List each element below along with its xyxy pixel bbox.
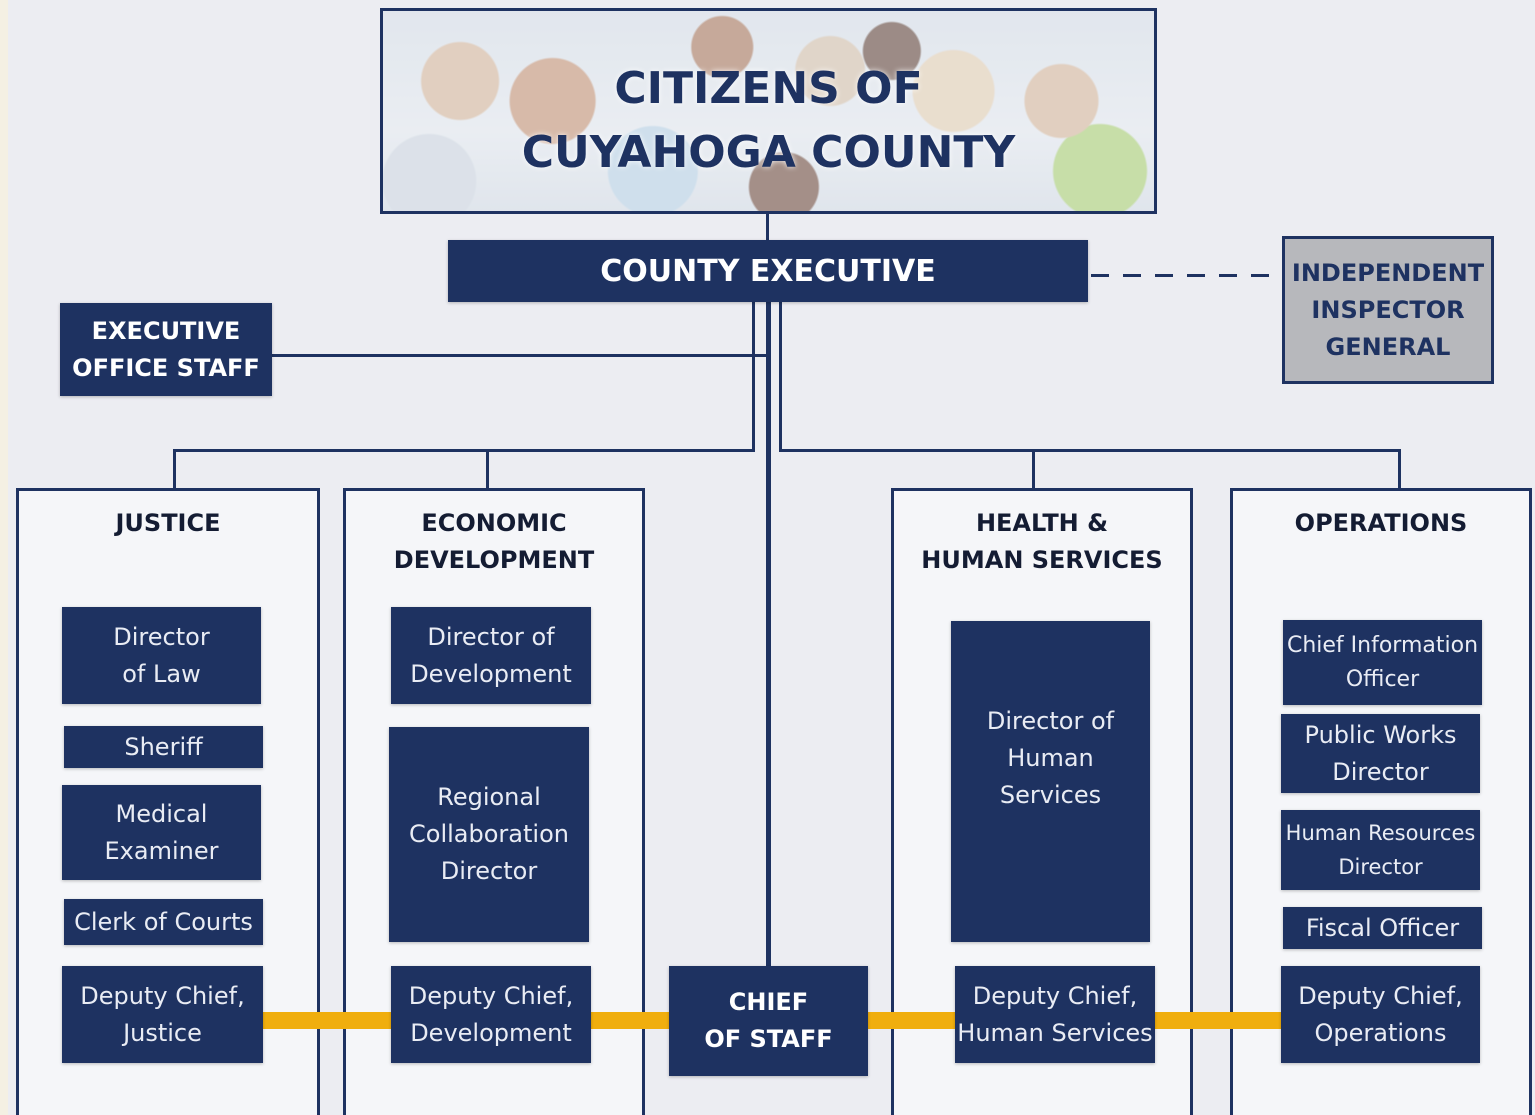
dashed-link-segment	[1187, 274, 1205, 277]
chief-of-staff-box: CHIEF OF STAFF	[669, 966, 868, 1076]
connector-executive-office-staff	[271, 354, 768, 357]
role-box: Fiscal Officer	[1283, 907, 1482, 949]
role-box: Chief Information Officer	[1283, 620, 1482, 705]
deputy-chief-box: Deputy Chief, Development	[391, 966, 591, 1063]
connector-economic	[486, 449, 489, 491]
role-label: Human Resources Director	[1285, 821, 1476, 879]
deputy-chief-label: Deputy Chief, Operations	[1298, 981, 1463, 1047]
role-box: Clerk of Courts	[64, 899, 263, 945]
executive-office-staff-label: EXECUTIVE OFFICE STAFF	[72, 316, 260, 382]
connector-trunk-center	[766, 300, 771, 970]
deputy-link-segment	[263, 1012, 395, 1029]
role-label: Clerk of Courts	[74, 907, 253, 936]
department-title: HEALTH & HUMAN SERVICES	[921, 509, 1163, 574]
role-label: Director of Law	[113, 622, 210, 688]
role-label: Public Works Director	[1304, 720, 1457, 786]
role-label: Sheriff	[124, 732, 203, 761]
deputy-chief-box: Deputy Chief, Human Services	[955, 966, 1155, 1063]
role-box: Director of Human Services	[951, 621, 1150, 942]
role-box: Medical Examiner	[62, 785, 261, 880]
inspector-general-label: INDEPENDENT INSPECTOR GENERAL	[1291, 258, 1485, 361]
citizens-banner: CITIZENS OF CUYAHOGA COUNTY	[380, 8, 1157, 214]
org-chart: CITIZENS OF CUYAHOGA COUNTY COUNTY EXECU…	[8, 0, 1535, 1115]
role-label: Director of Human Services	[986, 707, 1115, 809]
county-executive-box: COUNTY EXECUTIVE	[448, 240, 1088, 302]
dashed-link-segment	[1251, 274, 1269, 277]
deputy-chief-box: Deputy Chief, Operations	[1281, 966, 1480, 1063]
department-title: JUSTICE	[115, 509, 221, 537]
chief-of-staff-label: CHIEF OF STAFF	[704, 988, 833, 1053]
dashed-link-segment	[1155, 274, 1173, 277]
photo-overlay	[383, 11, 1154, 211]
connector-citizens-executive	[766, 212, 769, 242]
role-label: Medical Examiner	[104, 799, 219, 865]
dashed-link-segment	[1091, 274, 1109, 277]
role-box: Director of Law	[62, 607, 261, 704]
connector-justice	[173, 449, 176, 491]
county-executive-label: COUNTY EXECUTIVE	[600, 253, 936, 289]
connector-health	[1032, 449, 1035, 491]
connector-operations	[1398, 449, 1401, 491]
connector-trunk-right	[779, 300, 782, 452]
deputy-chief-label: Deputy Chief, Development	[408, 981, 574, 1047]
role-label: Director of Development	[410, 622, 572, 688]
role-box: Director of Development	[391, 607, 591, 704]
deputy-chief-label: Deputy Chief, Justice	[80, 981, 245, 1047]
dashed-link-segment	[1123, 274, 1141, 277]
connector-left-branch	[173, 449, 755, 452]
deputy-chief-box: Deputy Chief, Justice	[62, 966, 263, 1063]
inspector-general-box: INDEPENDENT INSPECTOR GENERAL	[1282, 236, 1494, 384]
role-box: Regional Collaboration Director	[389, 727, 589, 942]
connector-trunk-left	[752, 300, 755, 452]
connector-right-branch	[779, 449, 1401, 452]
executive-office-staff-box: EXECUTIVE OFFICE STAFF	[60, 303, 272, 396]
citizens-title: CITIZENS OF CUYAHOGA COUNTY	[521, 63, 1016, 178]
dashed-link-segment	[1219, 274, 1237, 277]
department-title: ECONOMIC DEVELOPMENT	[393, 509, 595, 574]
role-box: Human Resources Director	[1281, 810, 1480, 890]
role-label: Chief Information Officer	[1286, 632, 1479, 692]
role-box: Public Works Director	[1281, 714, 1480, 793]
deputy-link-segment	[591, 1012, 671, 1029]
deputy-link-segment	[1155, 1012, 1285, 1029]
department-title: OPERATIONS	[1294, 509, 1468, 537]
deputy-link-segment	[867, 1012, 959, 1029]
deputy-chief-label: Deputy Chief, Human Services	[957, 981, 1153, 1047]
role-label: Regional Collaboration Director	[409, 783, 569, 885]
role-box: Sheriff	[64, 726, 263, 768]
role-label: Fiscal Officer	[1305, 913, 1460, 942]
